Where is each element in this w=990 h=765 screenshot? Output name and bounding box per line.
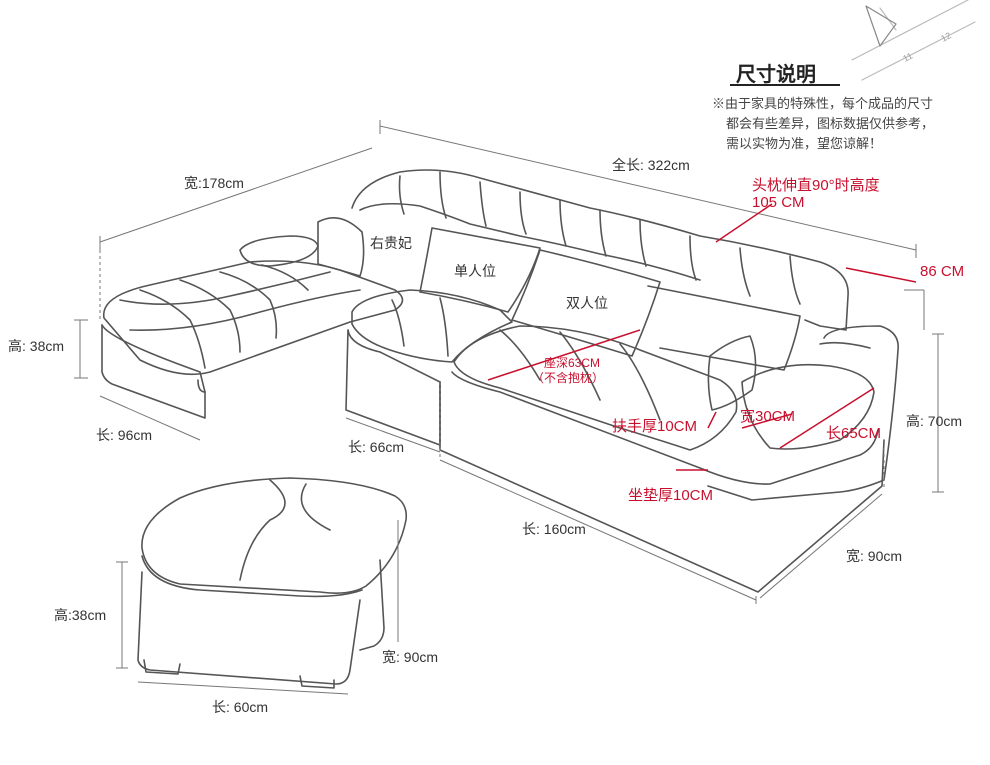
callout-line-back-top [845,267,917,283]
double-seat [453,325,738,451]
dim-chaise-length: 长: 96cm [96,427,153,443]
section-label-double: 双人位 [566,295,608,311]
single-base [345,329,441,446]
callout-line-headrest [715,203,773,243]
ruler-tick-12: 12 [939,30,953,44]
callout-seat-depth-note: （不含抱枕） [532,371,605,385]
dim-line-ottoman-length [137,681,349,695]
callout-line-arm-width [741,413,793,429]
dim-chaise-width: 宽:178cm [184,175,244,191]
ottoman-base [137,571,361,685]
single-pillow [419,227,541,313]
callout-line-arm-length [779,387,875,449]
note-line: 需以实物为准，望您谅解！ [726,136,883,151]
section-label-single: 单人位 [454,263,496,279]
callout-armrest-length: 长65CM [826,425,882,442]
dim-line-total-length [379,125,917,251]
dim-ottoman-length: 长: 60cm [212,699,269,715]
callout-armrest-width: 宽30CM [740,408,796,425]
chaise-base [101,324,206,419]
ottoman-top [141,477,408,594]
callout-line-seat-depth [487,329,641,381]
pencil-decor [865,5,897,47]
dim-back-top: 86 CM [920,263,965,280]
callout-cushion-thickness: 坐垫厚10CM [628,487,714,504]
page-title: 尺寸说明 [736,64,816,86]
ruler-tick-11: 11 [901,51,914,64]
title-underline [730,84,840,86]
disclaimer-note: ※由于家具的特殊性，每个成品的尺寸 都会有些差异，图标数据仅供参考， 需以实物为… [712,94,934,154]
dim-line-chaise-width [99,147,373,243]
dim-total-length: 全长: 322cm [612,157,690,173]
dim-ottoman-width: 宽: 90cm [382,649,439,665]
dim-line-double-length [439,459,757,601]
note-line: ※由于家具的特殊性，每个成品的尺寸 [712,96,934,111]
ruler-decor [851,0,976,81]
armrest [707,325,899,501]
dim-single-length: 长: 66cm [348,439,405,455]
callout-line-arm-thickness [707,411,717,429]
dim-double-length: 长: 160cm [522,521,586,537]
dim-line-single-length [345,417,441,453]
dim-sofa-depth: 宽: 90cm [846,548,903,564]
callout-headrest-title: 头枕伸直90°时高度 [752,177,880,194]
callout-headrest-value: 105 CM [752,194,805,211]
dim-ottoman-height: 高:38cm [54,607,107,623]
dim-chaise-height: 高: 38cm [8,338,65,354]
callout-seat-depth: 座深63CM [544,356,601,370]
callout-armrest-thickness: 扶手厚10CM [612,418,698,435]
chaise-seat [102,260,404,376]
note-line: 都会有些差异，图标数据仅供参考， [726,116,935,131]
dim-line-chaise-length [99,395,201,441]
back-cushions [351,169,849,331]
section-label-chaise: 右贵妃 [370,235,412,251]
double-pillow [511,249,661,357]
main-base [439,381,885,593]
dim-back-height: 高: 70cm [906,413,963,429]
single-seat [351,289,513,363]
dim-line-sofa-depth [759,493,883,599]
